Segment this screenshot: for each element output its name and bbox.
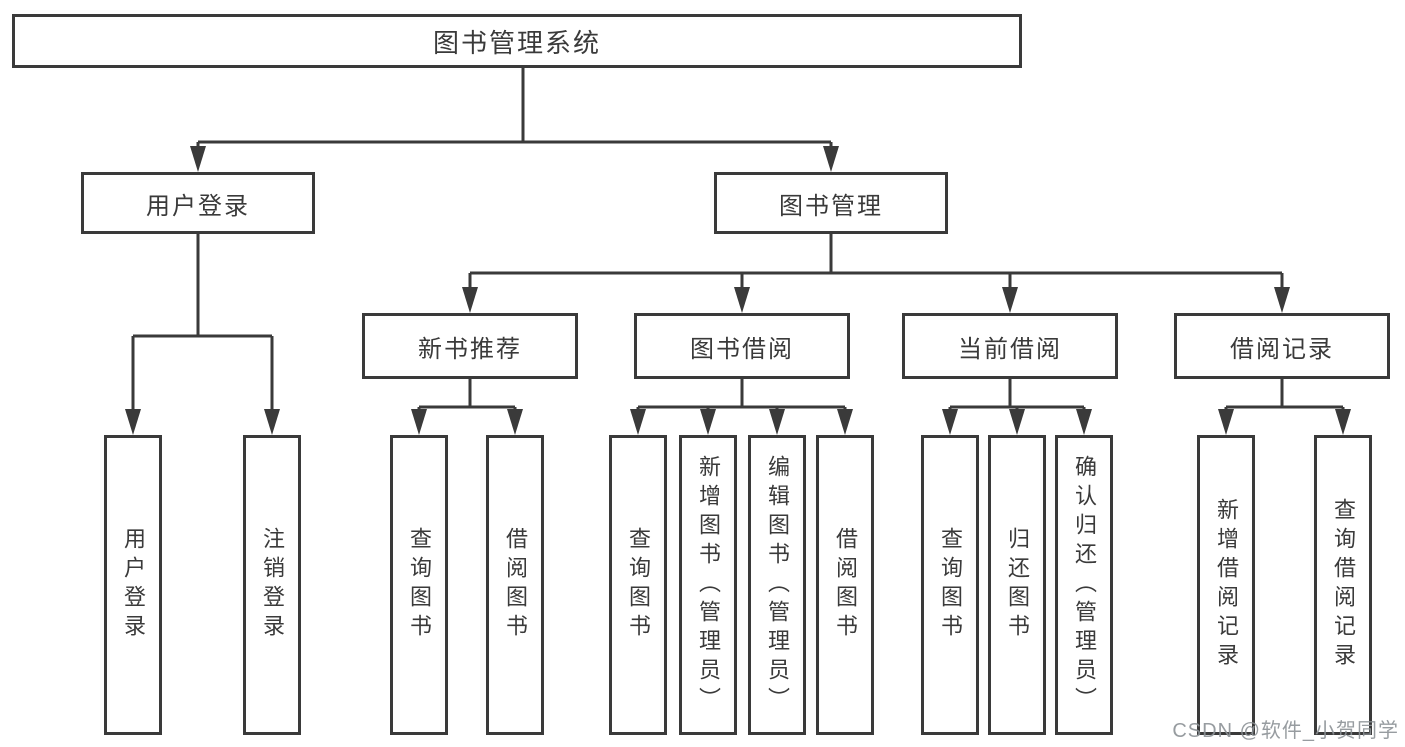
node-book-management: 图书管理 xyxy=(714,172,948,234)
leaf-label: 归还图书 xyxy=(1005,527,1030,643)
leaf-label: 查询借阅记录 xyxy=(1331,498,1356,672)
leaf-query-books-recommend: 查询图书 xyxy=(390,435,448,735)
leaf-label: 借阅图书 xyxy=(503,527,528,643)
leaf-logout: 注销登录 xyxy=(243,435,301,735)
leaf-query-books-current: 查询图书 xyxy=(921,435,979,735)
node-borrow-records: 借阅记录 xyxy=(1174,313,1390,379)
leaf-borrow-books-recommend: 借阅图书 xyxy=(486,435,544,735)
leaf-return-book: 归还图书 xyxy=(988,435,1046,735)
leaf-label: 借阅图书 xyxy=(833,527,858,643)
leaf-add-borrow-record: 新增借阅记录 xyxy=(1197,435,1255,735)
leaf-user-login: 用户登录 xyxy=(104,435,162,735)
node-book-borrow: 图书借阅 xyxy=(634,313,850,379)
leaf-label: 查询图书 xyxy=(626,527,651,643)
leaf-query-borrow-record: 查询借阅记录 xyxy=(1314,435,1372,735)
leaf-edit-book-admin: 编辑图书（管理员） xyxy=(748,435,806,735)
leaf-label: 用户登录 xyxy=(121,527,146,643)
arrowheads xyxy=(125,146,1351,435)
node-current-borrow: 当前借阅 xyxy=(902,313,1118,379)
leaf-label: 新增图书（管理员） xyxy=(696,454,721,716)
leaf-borrow-books-2: 借阅图书 xyxy=(816,435,874,735)
leaf-label: 确认归还（管理员） xyxy=(1072,454,1097,716)
leaf-label: 注销登录 xyxy=(260,527,285,643)
csdn-watermark: CSDN @软件_小贺同学 xyxy=(1172,720,1399,742)
leaf-add-book-admin: 新增图书（管理员） xyxy=(679,435,737,735)
leaf-confirm-return-admin: 确认归还（管理员） xyxy=(1055,435,1113,735)
node-library-system: 图书管理系统 xyxy=(12,14,1022,68)
leaf-label: 查询图书 xyxy=(938,527,963,643)
leaf-label: 查询图书 xyxy=(407,527,432,643)
node-user-login: 用户登录 xyxy=(81,172,315,234)
leaf-label: 编辑图书（管理员） xyxy=(765,454,790,716)
leaf-query-books-borrow: 查询图书 xyxy=(609,435,667,735)
node-new-book-recommend: 新书推荐 xyxy=(362,313,578,379)
leaf-label: 新增借阅记录 xyxy=(1214,498,1239,672)
